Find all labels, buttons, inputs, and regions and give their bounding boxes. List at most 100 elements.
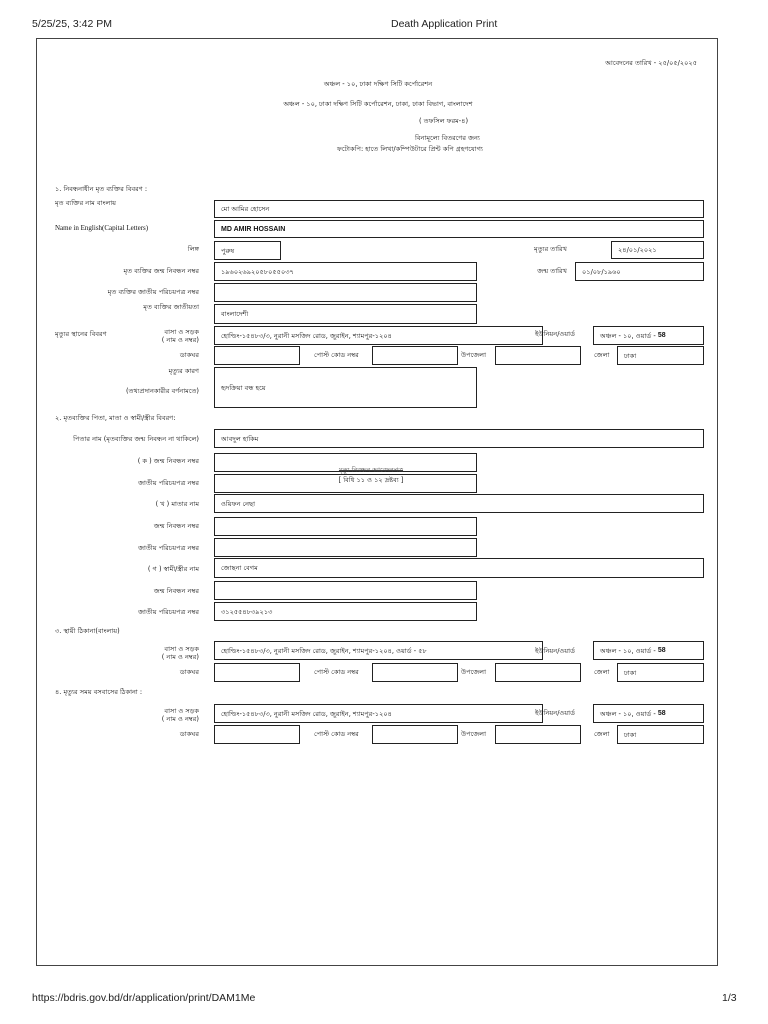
nid-field: [214, 283, 477, 302]
cause-field: হৃদক্রিয়া বন্ধ হয়ে: [214, 367, 477, 408]
death-place-ward-field: অঞ্চল - ১০, ওয়ার্ড - 58: [593, 326, 704, 345]
district-field: ঢাকা: [617, 346, 704, 365]
photocopy-note: ফটোকপি: হাতে লিখা/কম্পিউটারে প্রিন্ট কপি…: [337, 145, 483, 153]
dob-label: জন্ম তারিখ: [537, 267, 567, 275]
mother-nid-field: [214, 538, 477, 557]
father-brn-field: [214, 453, 477, 472]
mother-label: ( খ ) মাতার নাম: [155, 500, 199, 508]
section4-title: ৪. মৃত্যুর সময় বসবাসের ঠিকানা :: [55, 688, 143, 696]
cause-label: মৃত্যুর কারণ: [168, 367, 199, 375]
spouse-brn-field: [214, 581, 477, 600]
s4-upazila-label: উপজেলা: [461, 730, 486, 738]
form-title-overlay: মৃত্যু নিবন্ধন আবেদনপত্র: [338, 466, 404, 474]
ward-number: 58: [657, 647, 666, 654]
name-bn-field: মো আমির হোসেন: [214, 200, 704, 218]
spouse-nid-label: জাতীয় পরিচয়পত্র নম্বর: [138, 608, 199, 616]
s3-house-sublabel: ( নাম ও নম্বর): [161, 653, 199, 661]
mother-nid-label: জাতীয় পরিচয়পত্র নম্বর: [138, 544, 199, 552]
header-address-line: অঞ্চল - ১০, ঢাকা দক্ষিণ সিটি কর্পোরেশন, …: [283, 100, 473, 108]
nationality-label: মৃত ব্যক্তির জাতীয়তা: [143, 303, 199, 311]
father-nid-label: জাতীয় পরিচয়পত্র নম্বর: [138, 479, 199, 487]
form-rule-overlay: [ বিধি ১১ ও ১২ দ্রষ্টব্য ]: [338, 476, 404, 484]
free-distribution-note: বিনামূল্যে বিতরণের জন্য: [415, 134, 480, 142]
s4-house-label: বাসা ও সড়ক: [164, 707, 199, 715]
ward-prefix: অঞ্চল - ১০, ওয়ার্ড -: [600, 331, 656, 340]
residence-post-office-field: [214, 725, 300, 744]
residence-postcode-field: [372, 725, 458, 744]
section2-title: ২. মৃতব্যক্তির পিতা, মাতা ও স্বামী/স্ত্র…: [55, 414, 176, 422]
upazila-field: [495, 346, 581, 365]
post-office-field: [214, 346, 300, 365]
house-label: বাসা ও সড়ক: [164, 328, 199, 336]
residence-ward-field: অঞ্চল - ১০, ওয়ার্ড - 58: [593, 704, 704, 723]
house-sublabel: ( নাম ও নম্বর): [161, 336, 199, 344]
permanent-upazila-field: [495, 663, 581, 682]
application-date: আবেদনের তারিখ - ২৫/০৫/২০২৫: [605, 59, 697, 67]
spouse-nid-field: ৩১২৫৫৪৮৩৯২১৩: [214, 602, 477, 621]
permanent-post-office-field: [214, 663, 300, 682]
s3-upazila-label: উপজেলা: [461, 668, 486, 676]
death-place-label: মৃত্যুর স্থানের বিবরণ: [55, 330, 107, 338]
section3-title: ৩. স্থায়ী ঠিকানা(বাংলায়): [55, 627, 120, 635]
spouse-brn-label: জন্ম নিবন্ধন নম্বর: [153, 587, 199, 595]
s3-union-label: ইউনিয়ন/ওয়ার্ড: [535, 647, 575, 655]
s4-district-label: জেলা: [594, 730, 610, 738]
header-office-line: অঞ্চল - ১০, ঢাকা দক্ষিণ সিটি কর্পোরেশন: [323, 80, 433, 88]
brn-label: মৃত ব্যক্তির জন্ম নিবন্ধন নম্বর: [123, 267, 199, 275]
ward-prefix: অঞ্চল - ১০, ওয়ার্ড -: [600, 646, 656, 655]
nid-label: মৃত ব্যক্তির জাতীয় পরিচয়পত্র নম্বর: [107, 288, 199, 296]
s4-union-label: ইউনিয়ন/ওয়ার্ড: [535, 709, 575, 717]
s4-postcode-label: পোস্ট কোড নম্বর: [314, 730, 359, 738]
upazila-label: উপজেলা: [461, 351, 486, 359]
father-label: পিতার নাম (মৃতব্যক্তির জন্ম নিবন্ধন না থ…: [73, 435, 199, 443]
mother-field: ওয়িফন নেছা: [214, 494, 704, 513]
residence-upazila-field: [495, 725, 581, 744]
death-date-field: ২৪/০১/২০২১: [611, 241, 704, 259]
s3-postcode-label: পোস্ট কোড নম্বর: [314, 668, 359, 676]
father-field: আবদুল হাকিম: [214, 429, 704, 448]
name-bn-label: মৃত ব্যক্তির নাম বাংলায়: [55, 199, 117, 207]
death-date-label: মৃত্যুর তারিখ: [534, 245, 567, 253]
brn-field: ১৯৬০২৬৯২০৫৮০৫৫০৩৭: [214, 262, 477, 281]
name-en-field: MD AMIR HOSSAIN: [214, 220, 704, 238]
postcode-field: [372, 346, 458, 365]
postcode-label: পোস্ট কোড নম্বর: [314, 351, 359, 359]
print-url: https://bdris.gov.bd/dr/application/prin…: [32, 992, 256, 1004]
spouse-label: ( গ ) স্বামী/স্ত্রীর নাম: [147, 565, 199, 573]
father-brn-label: ( ক ) জন্ম নিবন্ধন নম্বর: [137, 457, 199, 465]
print-page-number: 1/3: [722, 992, 737, 1004]
print-timestamp: 5/25/25, 3:42 PM: [32, 18, 112, 30]
s3-district-label: জেলা: [594, 668, 610, 676]
death-place-house-field: হোল্ডিং-১৫৪৮৩/৩, নুরানী মসজিদ রোড, জুরাই…: [214, 326, 543, 345]
post-office-label: ডাকঘর: [179, 351, 199, 359]
ward-number: 58: [657, 710, 666, 717]
mother-brn-label: জন্ম নিবন্ধন নম্বর: [153, 522, 199, 530]
spouse-field: জোছনা বেগম: [214, 558, 704, 578]
father-nid-field: [214, 474, 477, 493]
s4-house-sublabel: ( নাম ও নম্বর): [161, 715, 199, 723]
residence-district-field: ঢাকা: [617, 725, 704, 744]
sex-label: লিঙ্গ: [187, 245, 199, 253]
ward-number: 58: [657, 332, 666, 339]
cause-sublabel: (তথ্যপ্রদানকারীর বর্ণনামতে): [125, 387, 199, 395]
district-label: জেলা: [594, 351, 610, 359]
section1-title: ১. নিবন্ধনাধীন মৃত ব্যক্তির বিবরণ :: [55, 185, 148, 193]
nationality-field: বাংলাদেশী: [214, 304, 477, 324]
document-page: আবেদনের তারিখ - ২৫/০৫/২০২৫ অঞ্চল - ১০, ঢ…: [36, 38, 718, 966]
s3-post-office-label: ডাকঘর: [179, 668, 199, 676]
mother-brn-field: [214, 517, 477, 536]
name-en-label: Name in English(Capital Letters): [55, 224, 149, 232]
union-label: ইউনিয়ন/ওয়ার্ড: [535, 330, 575, 338]
form-number: ( তফসিল ফরম-৪): [419, 117, 469, 125]
permanent-house-field: হোল্ডিং-১৫৪৮৩/৩, নুরানী মসজিদ রোড, জুরাই…: [214, 641, 543, 660]
dob-field: ০১/০৮/১৯৬০: [575, 262, 704, 281]
permanent-postcode-field: [372, 663, 458, 682]
s3-house-label: বাসা ও সড়ক: [164, 645, 199, 653]
permanent-ward-field: অঞ্চল - ১০, ওয়ার্ড - 58: [593, 641, 704, 660]
s4-post-office-label: ডাকঘর: [179, 730, 199, 738]
print-doc-title: Death Application Print: [391, 18, 498, 30]
residence-house-field: হোল্ডিং-১৫৪৮৩/৩, নুরানী মসজিদ রোড, জুরাই…: [214, 704, 543, 723]
sex-field: পুরুষ: [214, 241, 281, 260]
ward-prefix: অঞ্চল - ১০, ওয়ার্ড -: [600, 709, 656, 718]
permanent-district-field: ঢাকা: [617, 663, 704, 682]
